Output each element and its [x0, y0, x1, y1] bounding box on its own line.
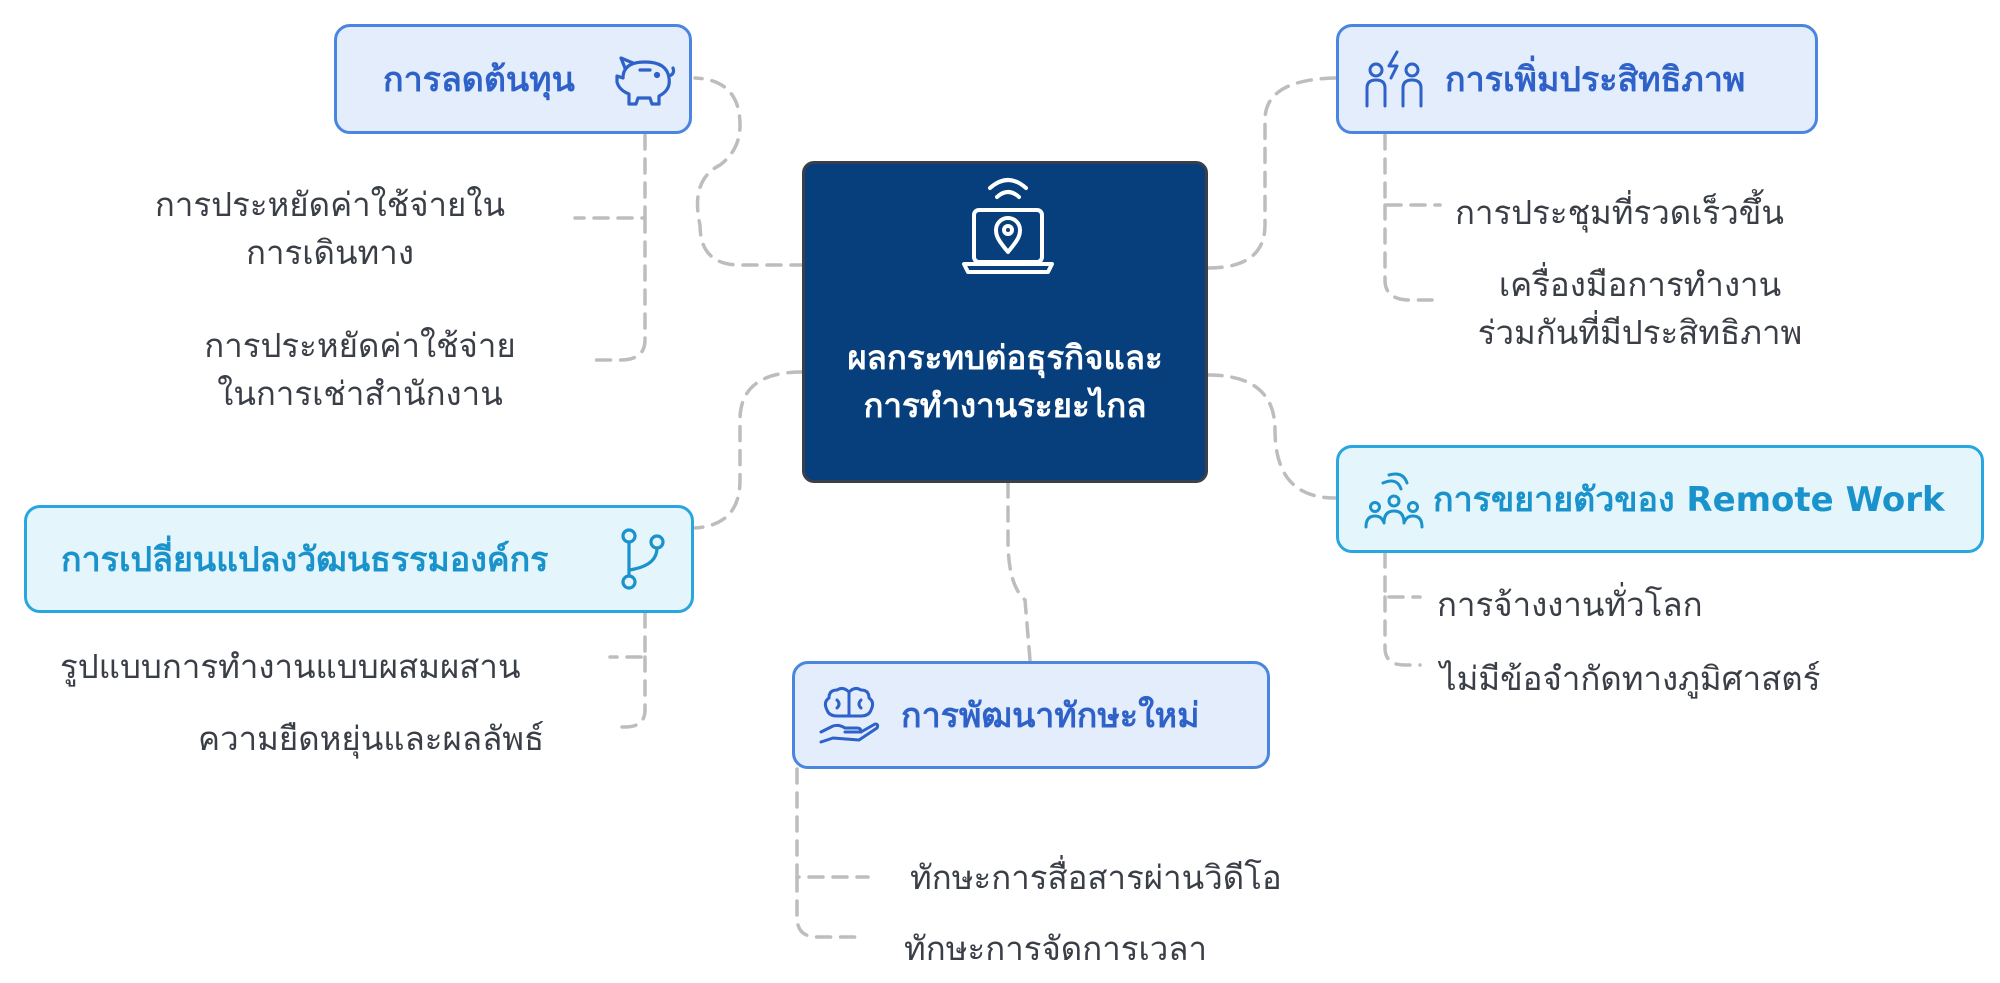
connector-remote-item2	[1383, 595, 1422, 667]
node-new-skills: การพัฒนาทักษะใหม่	[792, 661, 1270, 769]
node-efficiency-label: การเพิ่มประสิทธิภาพ	[1445, 60, 1746, 100]
leaf-cost-2-line-2: ในการเช่าสำนักงาน	[217, 374, 503, 413]
leaf-remote-1: การจ้างงานทั่วโลก	[1437, 585, 1703, 624]
leaf-cost-2: การประหยัดค่าใช้จ่าย ในการเช่าสำนักงาน	[180, 322, 540, 418]
piggy-bank-icon	[615, 56, 676, 106]
leaf-culture-2: ความยืดหยุ่นและผลลัพธ์	[198, 719, 545, 758]
central-title-line-2: การทำงานระยะไกล	[863, 386, 1147, 425]
connector-culture-item2	[620, 655, 647, 729]
node-remote-work-label: การขยายตัวของ Remote Work	[1433, 480, 1945, 520]
connector-central-skills	[1006, 481, 1032, 662]
branch-fork-icon	[621, 528, 665, 590]
connector-culture-item1	[608, 611, 647, 659]
connector-cost-item2	[586, 216, 647, 362]
central-title-line-1: ผลกระทบต่อธุรกิจและ	[847, 338, 1163, 377]
leaf-cost-1-line-2: การเดินทาง	[246, 233, 414, 272]
leaf-skills-2: ทักษะการจัดการเวลา	[904, 929, 1208, 968]
leaf-skills-1: ทักษะการสื่อสารผ่านวิดีโอ	[910, 858, 1282, 897]
connector-central-culture	[693, 370, 804, 530]
connector-central-efficiency	[1206, 76, 1342, 270]
node-culture-change-label: การเปลี่ยนแปลงวัฒนธรรมองค์กร	[61, 540, 549, 580]
node-new-skills-label: การพัฒนาทักษะใหม่	[901, 696, 1200, 736]
connector-remote-item1	[1383, 551, 1422, 599]
laptop-location-signal-icon	[962, 178, 1054, 274]
leaf-cost-1: การประหยัดค่าใช้จ่ายใน การเดินทาง	[140, 181, 520, 277]
leaf-remote-2: ไม่มีข้อจำกัดทางภูมิศาสตร์	[1440, 659, 1821, 698]
node-efficiency: การเพิ่มประสิทธิภาพ	[1336, 24, 1818, 134]
node-culture-change: การเปลี่ยนแปลงวัฒนธรรมองค์กร	[24, 505, 694, 613]
node-cost-reduction-label: การลดต้นทุน	[383, 60, 575, 100]
node-remote-work: การขยายตัวของ Remote Work	[1336, 445, 1984, 553]
connector-skills-item1	[795, 767, 870, 879]
leaf-cost-1-line-1: การประหยัดค่าใช้จ่ายใน	[154, 185, 506, 224]
leaf-efficiency-1: การประชุมที่รวดเร็วขึ้น	[1455, 193, 1784, 232]
people-signal-icon	[1364, 472, 1424, 529]
leaf-efficiency-2: เครื่องมือการทำงาน ร่วมกันที่มีประสิทธิภ…	[1440, 261, 1840, 357]
node-cost-reduction: การลดต้นทุน	[334, 24, 692, 134]
central-topic: ผลกระทบต่อธุรกิจและ การทำงานระยะไกล	[802, 161, 1208, 483]
connector-efficiency-item2	[1383, 203, 1434, 302]
connector-cost-item1	[573, 133, 647, 220]
connector-central-cost	[693, 76, 807, 267]
leaf-culture-1: รูปแบบการทำงานแบบผสมผสาน	[60, 647, 521, 686]
connector-skills-item2	[795, 875, 862, 939]
leaf-cost-2-line-1: การประหยัดค่าใช้จ่าย	[204, 326, 516, 365]
leaf-efficiency-2-line-1: เครื่องมือการทำงาน	[1498, 265, 1782, 304]
team-lightning-icon	[1365, 50, 1423, 108]
connector-central-remote	[1206, 373, 1337, 500]
leaf-efficiency-2-line-2: ร่วมกันที่มีประสิทธิภาพ	[1477, 313, 1803, 352]
connector-efficiency-item1	[1383, 133, 1442, 207]
brain-hand-icon	[819, 686, 880, 744]
